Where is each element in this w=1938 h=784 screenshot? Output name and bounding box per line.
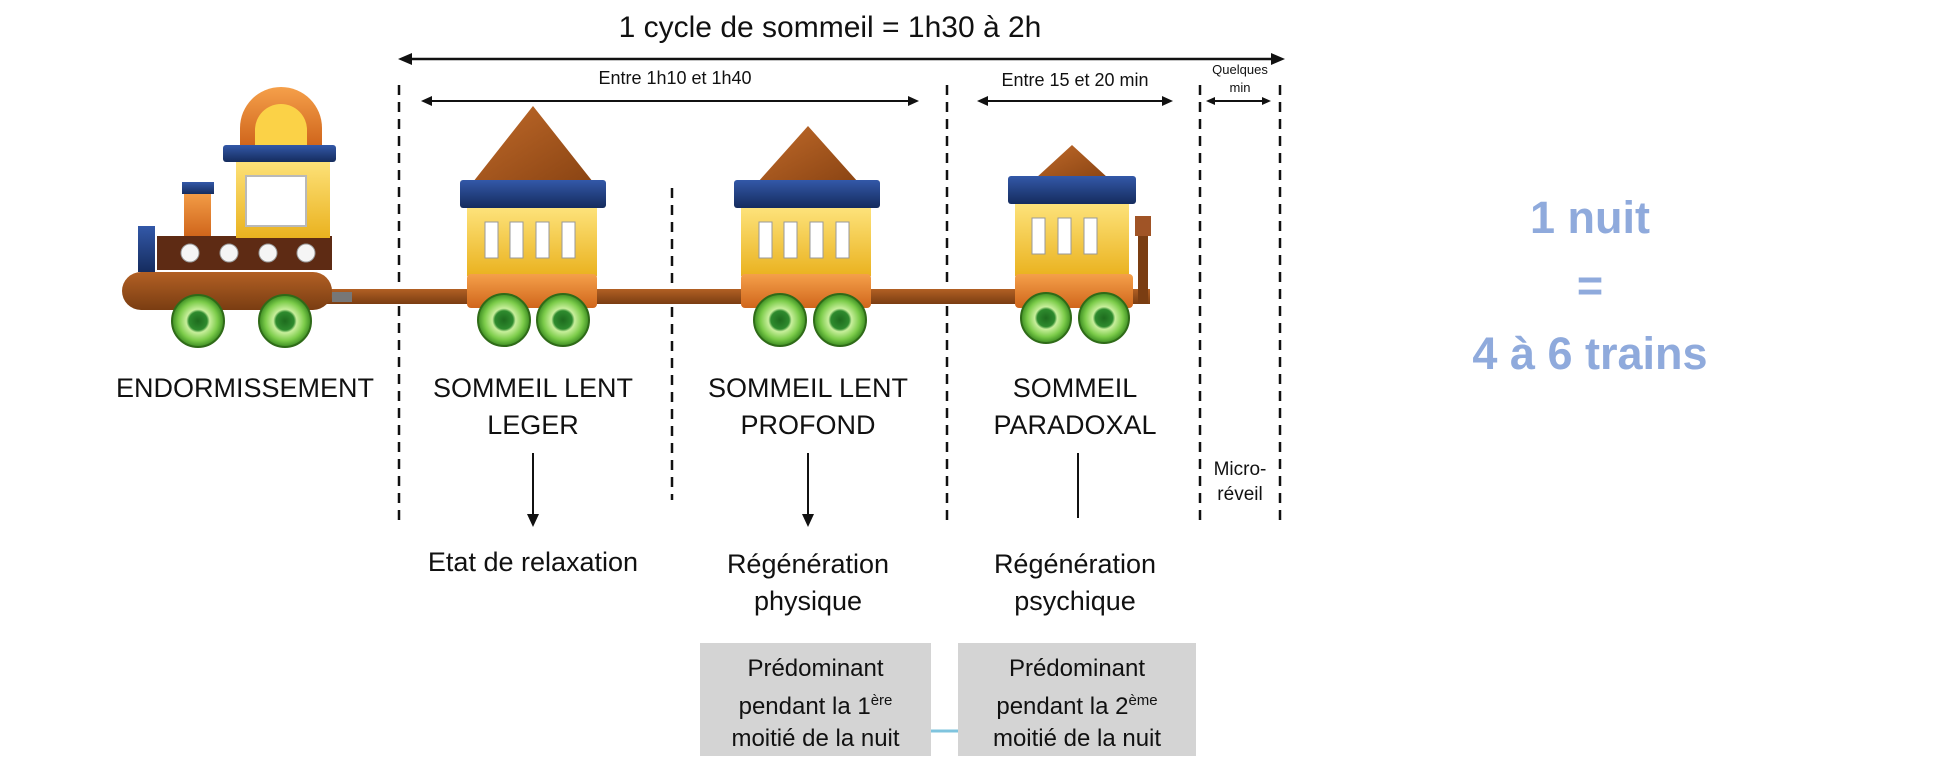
effect-relaxation: Etat de relaxation [427, 547, 639, 577]
effect-deep-line2: physique [753, 586, 863, 616]
summary-line1: 1 nuit [1530, 192, 1650, 243]
first-half-line1: Prédominant [747, 655, 884, 682]
first-half-line2: pendant la 1ère [738, 692, 893, 720]
wagon-light-sleep [460, 106, 606, 308]
effect-arrows [532, 453, 1079, 518]
stage-separators [397, 85, 1282, 520]
stage-paradoxal-line2: PARADOXAL [993, 410, 1157, 440]
effect-paradoxal-line2: psychique [1014, 586, 1136, 616]
wagon-paradoxal-sleep [1008, 145, 1151, 308]
stage-micro-line1: Micro- [1213, 459, 1267, 480]
effect-paradoxal-line1: Régénération [993, 549, 1157, 579]
second-half-line1: Prédominant [1008, 655, 1146, 682]
cycle-arrow [398, 53, 1285, 65]
second-half-line3: moitié de la nuit [992, 725, 1162, 752]
cycle-title: 1 cycle de sommeil = 1h30 à 2h [618, 11, 1042, 44]
effect-deep-line1: Régénération [726, 549, 890, 579]
stage-micro-line2: réveil [1217, 484, 1263, 505]
stage-paradoxal-line1: SOMMEIL [1012, 373, 1138, 403]
stage-endormissement: ENDORMISSEMENT [115, 373, 375, 403]
wheels [171, 292, 1130, 348]
locomotive [122, 87, 352, 310]
stage-deep-line1: SOMMEIL LENT [707, 373, 909, 403]
first-half-box: Prédominant pendant la 1ère moitié de la… [700, 643, 931, 756]
duration-light-deep: Entre 1h10 et 1h40 [598, 68, 752, 88]
summary-line2: = [1576, 260, 1604, 311]
second-half-line2: pendant la 2ème [996, 692, 1158, 720]
summary-line3: 4 à 6 trains [1472, 328, 1708, 379]
stage-deep-line2: PROFOND [740, 410, 876, 440]
wagon-deep-sleep [734, 126, 880, 308]
stage-light-line2: LEGER [487, 410, 579, 440]
stage-light-line1: SOMMEIL LENT [432, 373, 634, 403]
second-half-box: Prédominant pendant la 2ème moitié de la… [958, 643, 1196, 756]
night-summary: 1 nuit = 4 à 6 trains [1440, 184, 1740, 388]
duration-micro-line1: Quelques [1212, 62, 1268, 77]
duration-paradoxal: Entre 15 et 20 min [1001, 70, 1149, 90]
duration-micro-line2: min [1229, 80, 1251, 95]
first-half-line3: moitié de la nuit [731, 725, 900, 752]
